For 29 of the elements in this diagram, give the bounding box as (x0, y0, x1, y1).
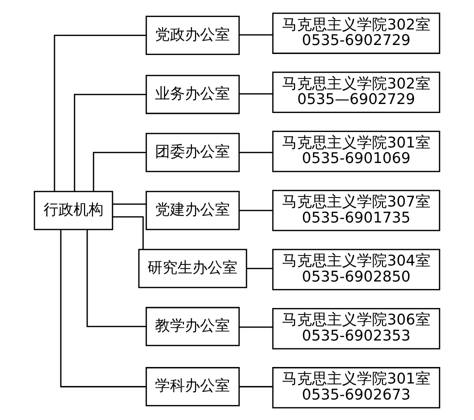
connector (112, 216, 144, 249)
node-box: 马克思主义学院304室 0535-6902850 (272, 248, 440, 290)
node-box: 马克思主义学院302室 0535—6902729 (272, 71, 440, 113)
node-box: 业务办公室 (146, 74, 240, 114)
connector (239, 34, 273, 35)
node-box: 党建办公室 (146, 190, 240, 230)
connector (74, 93, 146, 191)
node-box: 马克思主义学院301室 0535-6901069 (272, 130, 440, 172)
connector (86, 229, 146, 327)
connector (239, 151, 273, 153)
node-box: 行政机构 (34, 190, 114, 230)
node-box: 团委办公室 (146, 132, 240, 172)
connector (54, 34, 146, 191)
node-box: 教学办公室 (146, 306, 240, 346)
node-box: 学科办公室 (146, 366, 240, 406)
connector (239, 326, 273, 328)
connector (239, 209, 273, 211)
node-box: 马克思主义学院302室 0535-6902729 (272, 12, 440, 54)
connector (92, 151, 146, 191)
node-box: 马克思主义学院307室 0535-6901735 (272, 189, 440, 231)
connector (246, 267, 273, 269)
connector (112, 203, 146, 204)
node-box: 马克思主义学院301室 0535-6902673 (272, 366, 440, 408)
node-box: 研究生办公室 (138, 248, 248, 288)
node-box: 马克思主义学院306室 0535-6902353 (272, 307, 440, 349)
connector (239, 92, 273, 94)
connector (60, 229, 146, 387)
connector (239, 386, 273, 387)
node-box: 党政办公室 (146, 15, 240, 54)
